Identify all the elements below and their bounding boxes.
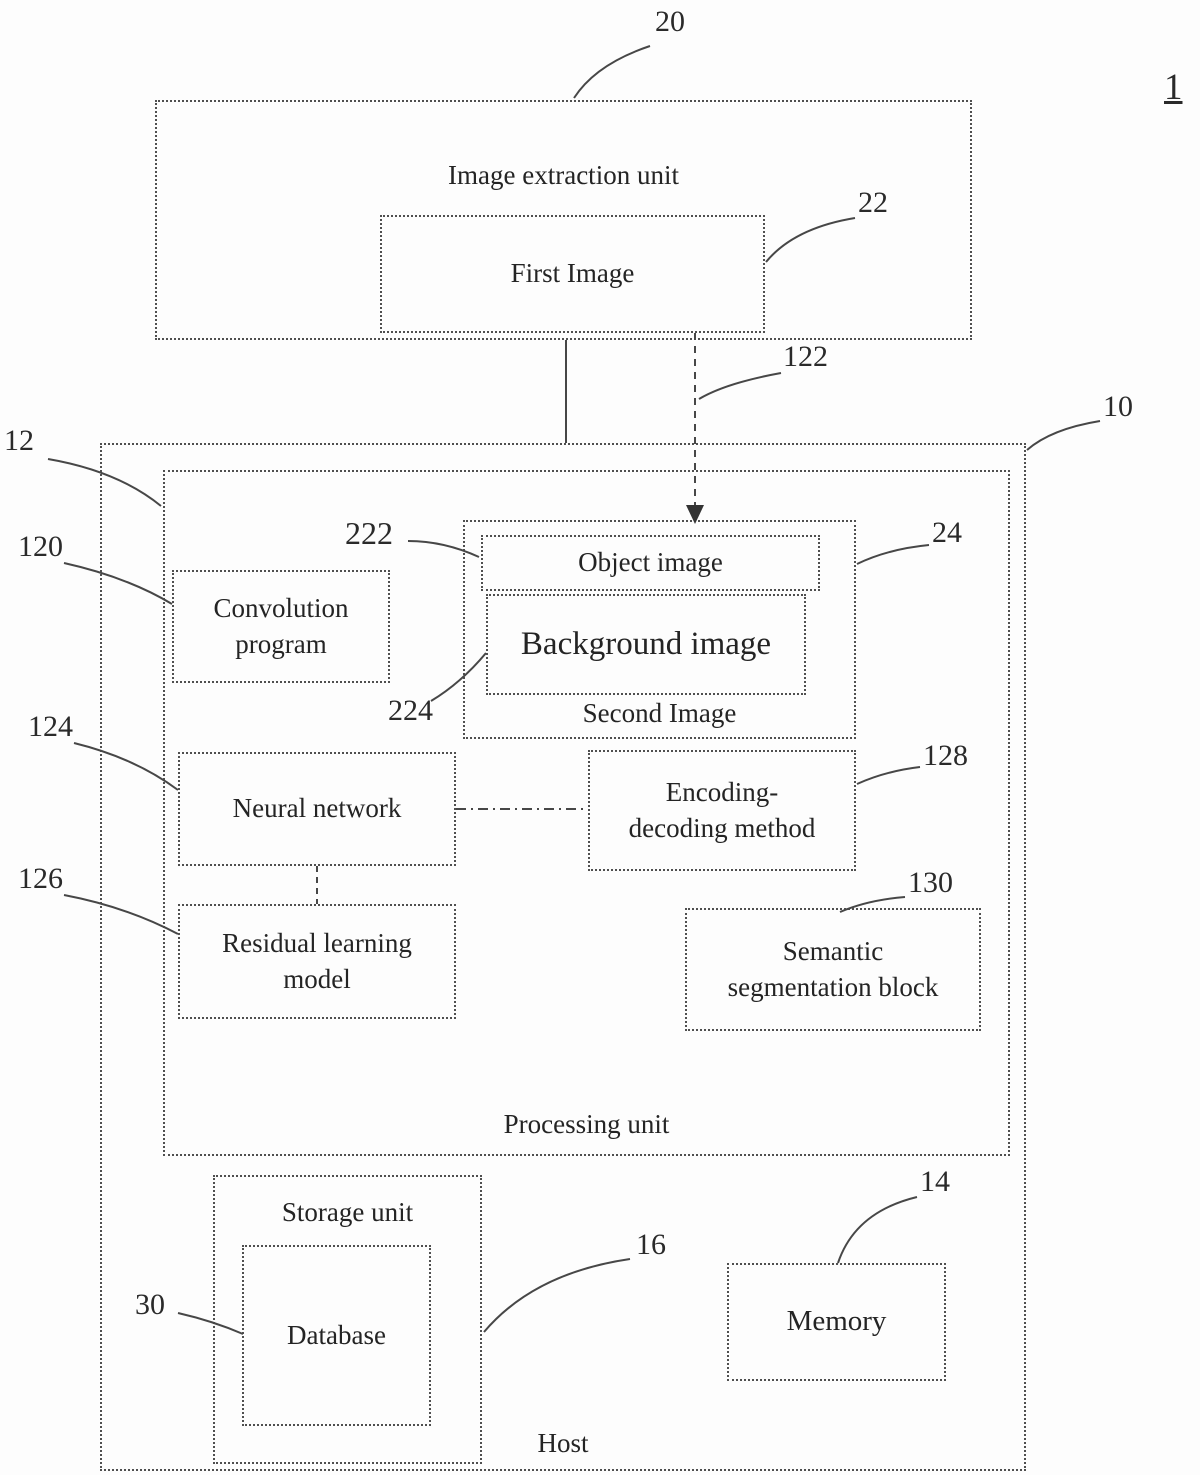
first-image-label: First Image <box>510 258 635 289</box>
processing-unit-box: Processing unit <box>163 470 1010 1156</box>
host-label: Host <box>537 1428 589 1458</box>
figure-number: 1 <box>1164 67 1183 108</box>
leader-line-122 <box>698 372 782 400</box>
background-image-box: Background image <box>486 594 806 695</box>
object-image-label: Object image <box>578 547 723 578</box>
first-image-box: First Image <box>380 215 765 333</box>
ref-10: 10 <box>1103 390 1133 423</box>
ref-22: 22 <box>858 186 888 219</box>
storage-unit-box: Storage unit <box>213 1175 482 1464</box>
semantic-segmentation-block-label: Semantic segmentation block <box>727 936 939 1002</box>
leader-line-20 <box>573 45 651 99</box>
second-image-label: Second Image <box>582 698 737 728</box>
host-box: Host <box>100 443 1026 1471</box>
encoding-decoding-box: Encoding- decoding method <box>588 750 856 871</box>
ref-30: 30 <box>135 1288 165 1321</box>
semantic-segmentation-block-box: Semantic segmentation block <box>685 908 981 1031</box>
ref-126: 126 <box>18 862 63 895</box>
ref-24: 24 <box>932 516 962 549</box>
memory-label: Memory <box>786 1305 887 1338</box>
residual-learning-model-box: Residual learning model <box>178 904 456 1019</box>
convolution-program-box: Convolution program <box>172 570 390 683</box>
leader-line-10 <box>1026 420 1101 451</box>
ref-128: 128 <box>923 739 968 772</box>
encoding-decoding-label: Encoding- decoding method <box>628 777 816 843</box>
image-extraction-unit-box: Image extraction unit <box>155 100 972 340</box>
ref-122: 122 <box>783 340 828 373</box>
convolution-program-label: Convolution program <box>213 593 349 659</box>
neural-network-box: Neural network <box>178 752 456 866</box>
second-image-box: Second Image <box>463 520 856 739</box>
ref-130: 130 <box>908 866 953 899</box>
database-label: Database <box>287 1319 386 1350</box>
ref-20: 20 <box>655 5 685 38</box>
image-extraction-unit-label: Image extraction unit <box>448 160 679 190</box>
database-box: Database <box>242 1245 431 1426</box>
ref-224: 224 <box>388 694 433 727</box>
ref-222: 222 <box>345 515 393 551</box>
ref-14: 14 <box>920 1165 950 1198</box>
ref-16: 16 <box>636 1228 666 1261</box>
processing-unit-label: Processing unit <box>503 1109 670 1139</box>
ref-124: 124 <box>28 710 73 743</box>
object-image-box: Object image <box>481 535 820 591</box>
neural-network-label: Neural network <box>232 793 402 824</box>
memory-box: Memory <box>727 1263 946 1381</box>
storage-unit-label: Storage unit <box>281 1197 414 1227</box>
background-image-label: Background image <box>520 626 772 663</box>
ref-12: 12 <box>4 424 34 457</box>
residual-learning-model-label: Residual learning model <box>222 928 412 994</box>
ref-120: 120 <box>18 530 63 563</box>
